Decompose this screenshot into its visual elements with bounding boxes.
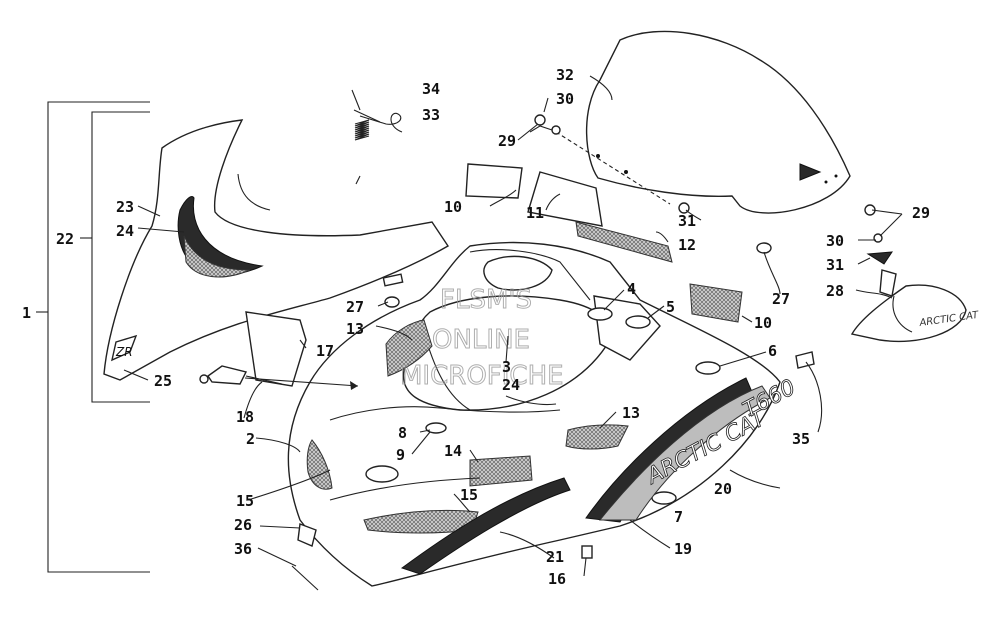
- callout-14: 14: [444, 442, 462, 460]
- callout-27-right: 27: [772, 290, 790, 308]
- svg-text:ZR: ZR: [115, 345, 133, 359]
- callout-30-left: 30: [556, 90, 574, 108]
- callout-23: 23: [116, 198, 134, 216]
- callout-20: 20: [714, 480, 732, 498]
- callout-32: 32: [556, 66, 574, 84]
- decal-10-right: [689, 283, 743, 323]
- badge-6: [695, 361, 721, 375]
- svg-text:MICROFICHE: MICROFICHE: [400, 361, 564, 391]
- mirror: ARCTIC CAT: [850, 204, 980, 343]
- swoosh-20: [598, 385, 771, 521]
- gauge-pod: [483, 255, 553, 291]
- badge-4: [587, 307, 613, 321]
- svg-text:FLSM'S: FLSM'S: [440, 285, 532, 315]
- badge-8: [425, 422, 447, 434]
- windshield: [555, 30, 851, 214]
- decal-12: [575, 221, 673, 263]
- swoosh-21: [400, 477, 571, 575]
- callout-5: 5: [666, 298, 675, 316]
- callout-34: 34: [422, 80, 440, 98]
- bracket-assembly-22: [91, 111, 150, 403]
- callout-27-left: 27: [346, 298, 364, 316]
- callout-29-left: 29: [498, 132, 516, 150]
- callout-36: 36: [234, 540, 252, 558]
- vent-panel: [245, 311, 307, 387]
- callout-28: 28: [826, 282, 844, 300]
- connector-35: [795, 351, 815, 369]
- decal-logo-9: [365, 465, 399, 483]
- grille-right: [565, 424, 629, 450]
- callout-15-right: 15: [460, 486, 478, 504]
- badge-7: [651, 491, 677, 505]
- windshield-arrow-icon: [799, 163, 822, 181]
- callout-10-left: 10: [444, 198, 462, 216]
- decal-11: [527, 171, 603, 227]
- badge-5: [625, 315, 651, 329]
- callout-29-right: 29: [912, 204, 930, 222]
- callout-35: 35: [792, 430, 810, 448]
- hood: ARCTIC CAT T660: [287, 241, 815, 591]
- callout-12: 12: [678, 236, 696, 254]
- callout-3: 3: [502, 358, 511, 376]
- callout-10-right: 10: [754, 314, 772, 332]
- callout-1: 1: [22, 304, 31, 322]
- callout-18: 18: [236, 408, 254, 426]
- spring-clip: [354, 112, 403, 185]
- bracket-assembly-1: [47, 101, 150, 573]
- callout-8: 8: [398, 424, 407, 442]
- callout-numbers: 1 2 3 4 5 6 7 8 9 10 10 11 12 13 13 14 1…: [22, 66, 930, 588]
- side-panel: ZR: [103, 119, 449, 381]
- grille-center: [469, 455, 533, 487]
- callout-24-left: 24: [116, 222, 134, 240]
- callout-9: 9: [396, 446, 405, 464]
- watermark: FLSM'S ONLINE MICROFICHE: [400, 285, 565, 392]
- callout-25: 25: [154, 372, 172, 390]
- svg-text:ONLINE: ONLINE: [432, 325, 530, 355]
- callout-4: 4: [627, 280, 636, 298]
- callout-13-right: 13: [622, 404, 640, 422]
- callout-11: 11: [526, 204, 544, 222]
- callout-21: 21: [546, 548, 564, 566]
- clip-16: [581, 545, 593, 559]
- callout-22: 22: [56, 230, 74, 248]
- callout-19: 19: [674, 540, 692, 558]
- callout-7: 7: [674, 508, 683, 526]
- windshield-fasteners: [529, 114, 561, 135]
- decal-10-left: [465, 163, 523, 199]
- grommet-right: [756, 242, 772, 254]
- grommet-left: [384, 296, 400, 308]
- callout-6: 6: [768, 342, 777, 360]
- callout-24-center: 24: [502, 376, 520, 394]
- callout-15-left: 15: [236, 492, 254, 510]
- callout-16: 16: [548, 570, 566, 588]
- zr-logo: ZR: [111, 334, 138, 362]
- callout-2: 2: [246, 430, 255, 448]
- callout-17: 17: [316, 342, 334, 360]
- callout-13-left: 13: [346, 320, 364, 338]
- fastener-knob: [199, 365, 283, 385]
- callout-33: 33: [422, 106, 440, 124]
- callout-30-right: 30: [826, 232, 844, 250]
- callout-26: 26: [234, 516, 252, 534]
- leader-lines: [123, 75, 903, 577]
- callout-31-right: 31: [826, 256, 844, 274]
- side-panel-mesh: [183, 235, 251, 278]
- callout-31-left: 31: [678, 212, 696, 230]
